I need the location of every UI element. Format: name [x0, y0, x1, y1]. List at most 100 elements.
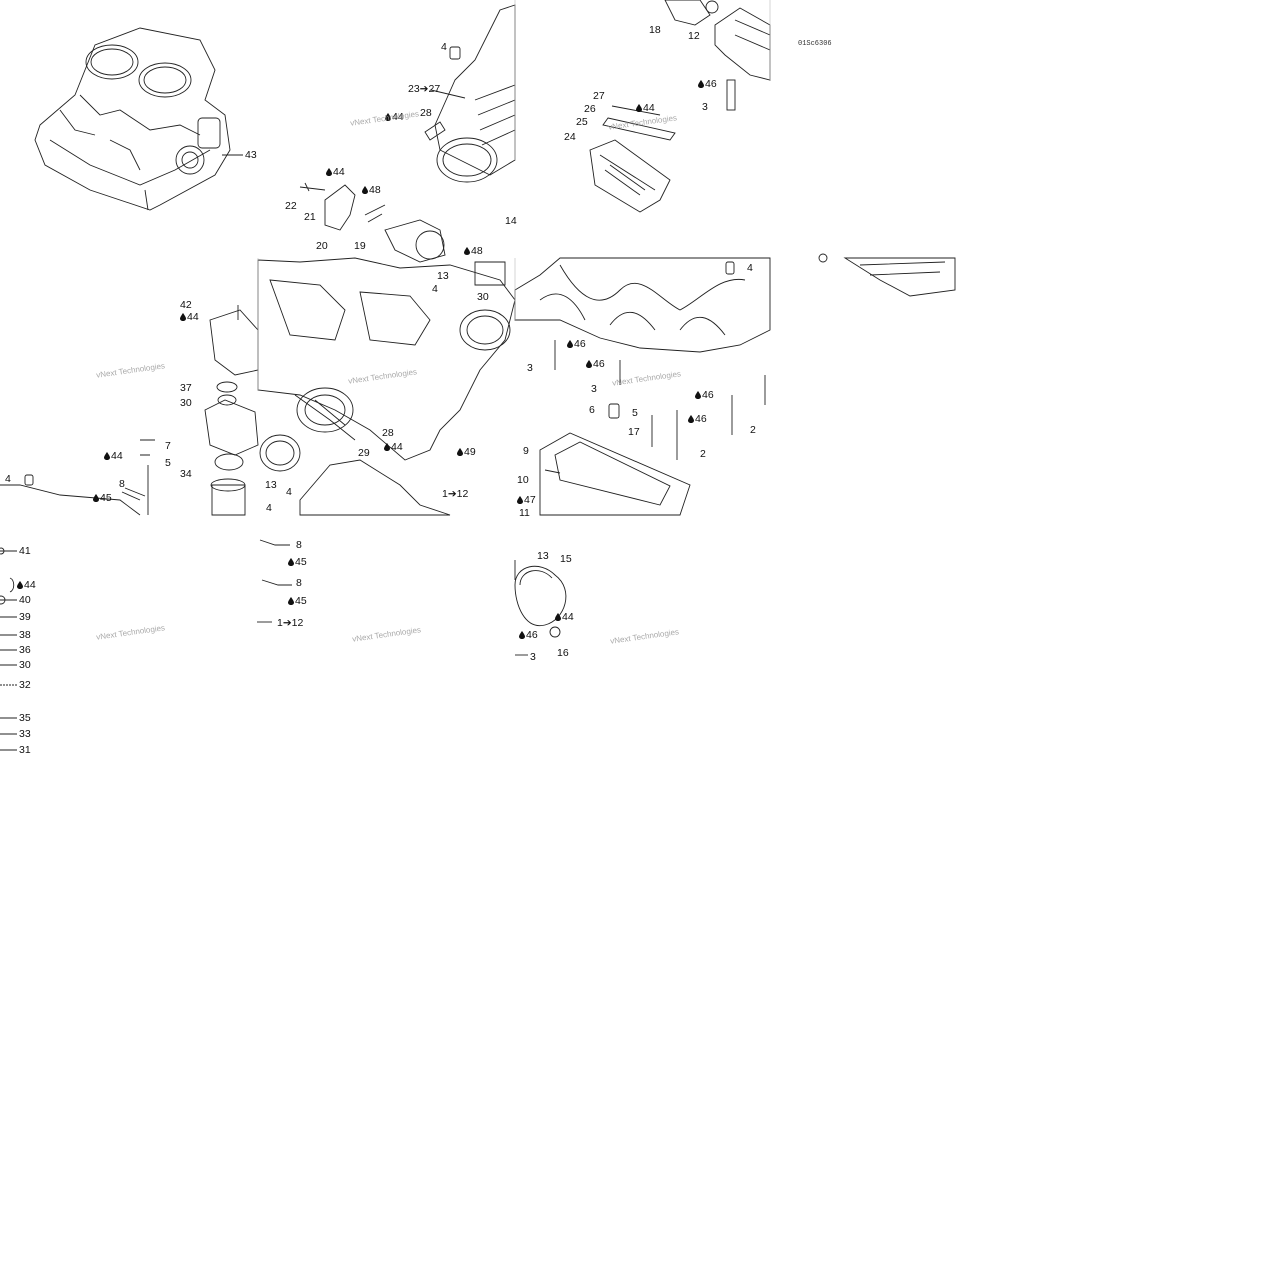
callout-text: 37 — [180, 382, 192, 394]
callout-c24: 24 — [564, 132, 576, 143]
callout-text: 44 — [643, 102, 655, 114]
callout-text: 30 — [180, 397, 192, 409]
lubricant-drop-icon — [698, 80, 704, 88]
lubricant-drop-icon — [180, 313, 186, 321]
drawing-code: 01Sc6306 — [798, 40, 832, 48]
callout-text: 45 — [295, 595, 307, 607]
callout-c30a: 30 — [477, 292, 489, 303]
callout-c7: 7 — [165, 441, 171, 452]
callout-text: 8 — [119, 478, 125, 490]
callout-c45c: 45 — [288, 596, 307, 607]
callout-text: 44 — [562, 611, 574, 623]
lubricant-drop-icon — [688, 415, 694, 423]
callout-text: 27 — [593, 90, 605, 102]
lubricant-drop-icon — [636, 104, 642, 112]
callout-text: 4 — [266, 502, 272, 514]
callout-text: 16 — [557, 647, 569, 659]
lubricant-drop-icon — [288, 558, 294, 566]
callout-c39: 39 — [19, 612, 31, 623]
callout-c11: 11 — [519, 508, 530, 519]
lubricant-drop-icon — [555, 613, 561, 621]
callout-c13b: 13 — [265, 480, 277, 491]
callout-text: 28 — [382, 427, 394, 439]
callout-c21: 21 — [304, 212, 316, 223]
callout-text: 33 — [19, 728, 31, 740]
callout-text: 32 — [19, 679, 31, 691]
callout-text: 3 — [702, 101, 708, 113]
callout-text: 45 — [295, 556, 307, 568]
callout-text: 29 — [358, 447, 370, 459]
callout-text: 30 — [19, 659, 31, 671]
callout-c3c: 3 — [591, 384, 597, 395]
callout-text: 4 — [286, 486, 292, 498]
lubricant-drop-icon — [586, 360, 592, 368]
callout-c8b: 8 — [296, 540, 302, 551]
lubricant-drop-icon — [326, 168, 332, 176]
lubricant-drop-icon — [384, 443, 390, 451]
callout-c44d: 44 — [180, 312, 199, 323]
oil-pump-assembly-illustration — [0, 305, 301, 516]
lubricant-drop-icon — [517, 496, 523, 504]
callout-c44c: 44 — [636, 103, 655, 114]
callout-c5b: 5 — [632, 408, 638, 419]
rotary-valve-illustration — [589, 0, 771, 213]
callout-text: 6 — [589, 404, 595, 416]
callout-text: 48 — [369, 184, 381, 196]
leader-lines-left — [0, 547, 17, 751]
callout-text: 46 — [705, 78, 717, 90]
callout-text: 44 — [187, 311, 199, 323]
callout-text: 26 — [584, 103, 596, 115]
lubricant-drop-icon — [695, 391, 701, 399]
callout-text: 46 — [593, 358, 605, 370]
callout-text: 44 — [391, 441, 403, 453]
callout-c31: 31 — [19, 745, 31, 756]
callout-text: 39 — [19, 611, 31, 623]
engine-block-illustration — [34, 27, 243, 211]
lubricant-drop-icon — [104, 452, 110, 460]
callout-c22: 22 — [285, 201, 297, 212]
callout-c46b: 46 — [567, 339, 586, 350]
callout-text: 4 — [432, 283, 438, 295]
callout-c44b: 44 — [326, 167, 345, 178]
callout-text: 3 — [591, 383, 597, 395]
callout-c33: 33 — [19, 729, 31, 740]
callout-text: 9 — [523, 445, 529, 457]
callout-text: 1➔12 — [277, 617, 304, 629]
callout-c4e: 4 — [266, 503, 272, 514]
callout-c23: 23➔27 — [408, 84, 440, 95]
callout-c6: 6 — [589, 405, 595, 416]
callout-c46c: 46 — [586, 359, 605, 370]
lubricant-drop-icon — [93, 494, 99, 502]
callout-c44f: 44 — [384, 442, 403, 453]
callout-c32: 32 — [19, 680, 31, 691]
callout-text: 22 — [285, 200, 297, 212]
callout-text: 7 — [165, 440, 171, 452]
callout-c3d: 3 — [530, 652, 536, 663]
callout-text: 2 — [700, 448, 706, 460]
callout-text: 49 — [464, 446, 476, 458]
callout-text: 8 — [296, 539, 302, 551]
callout-text: 3 — [527, 362, 533, 374]
callout-text: 44 — [333, 166, 345, 178]
callout-c1a: 1➔12 — [442, 489, 468, 500]
callout-c19: 19 — [354, 241, 366, 252]
oil-pump-cover-illustration — [299, 182, 446, 263]
callout-c15: 15 — [560, 554, 572, 565]
tile-edges — [257, 0, 771, 390]
callout-text: 12 — [688, 30, 700, 42]
callout-c1b: 1➔12 — [277, 618, 303, 629]
callout-c27: 27 — [593, 91, 605, 102]
callout-c4c: 4 — [286, 487, 292, 498]
callout-text: 15 — [560, 553, 572, 565]
lower-crankcase-illustration — [514, 257, 771, 460]
callout-text: 17 — [628, 426, 640, 438]
callout-c10: 10 — [517, 475, 529, 486]
callout-c13c: 13 — [537, 551, 549, 562]
callout-c30b: 30 — [180, 398, 192, 409]
lubricant-drop-icon — [457, 448, 463, 456]
callout-text: 11 — [519, 507, 530, 519]
callout-text: 19 — [354, 240, 366, 252]
callout-c4d: 4 — [5, 474, 11, 485]
cover-plate-illustration — [514, 560, 567, 656]
